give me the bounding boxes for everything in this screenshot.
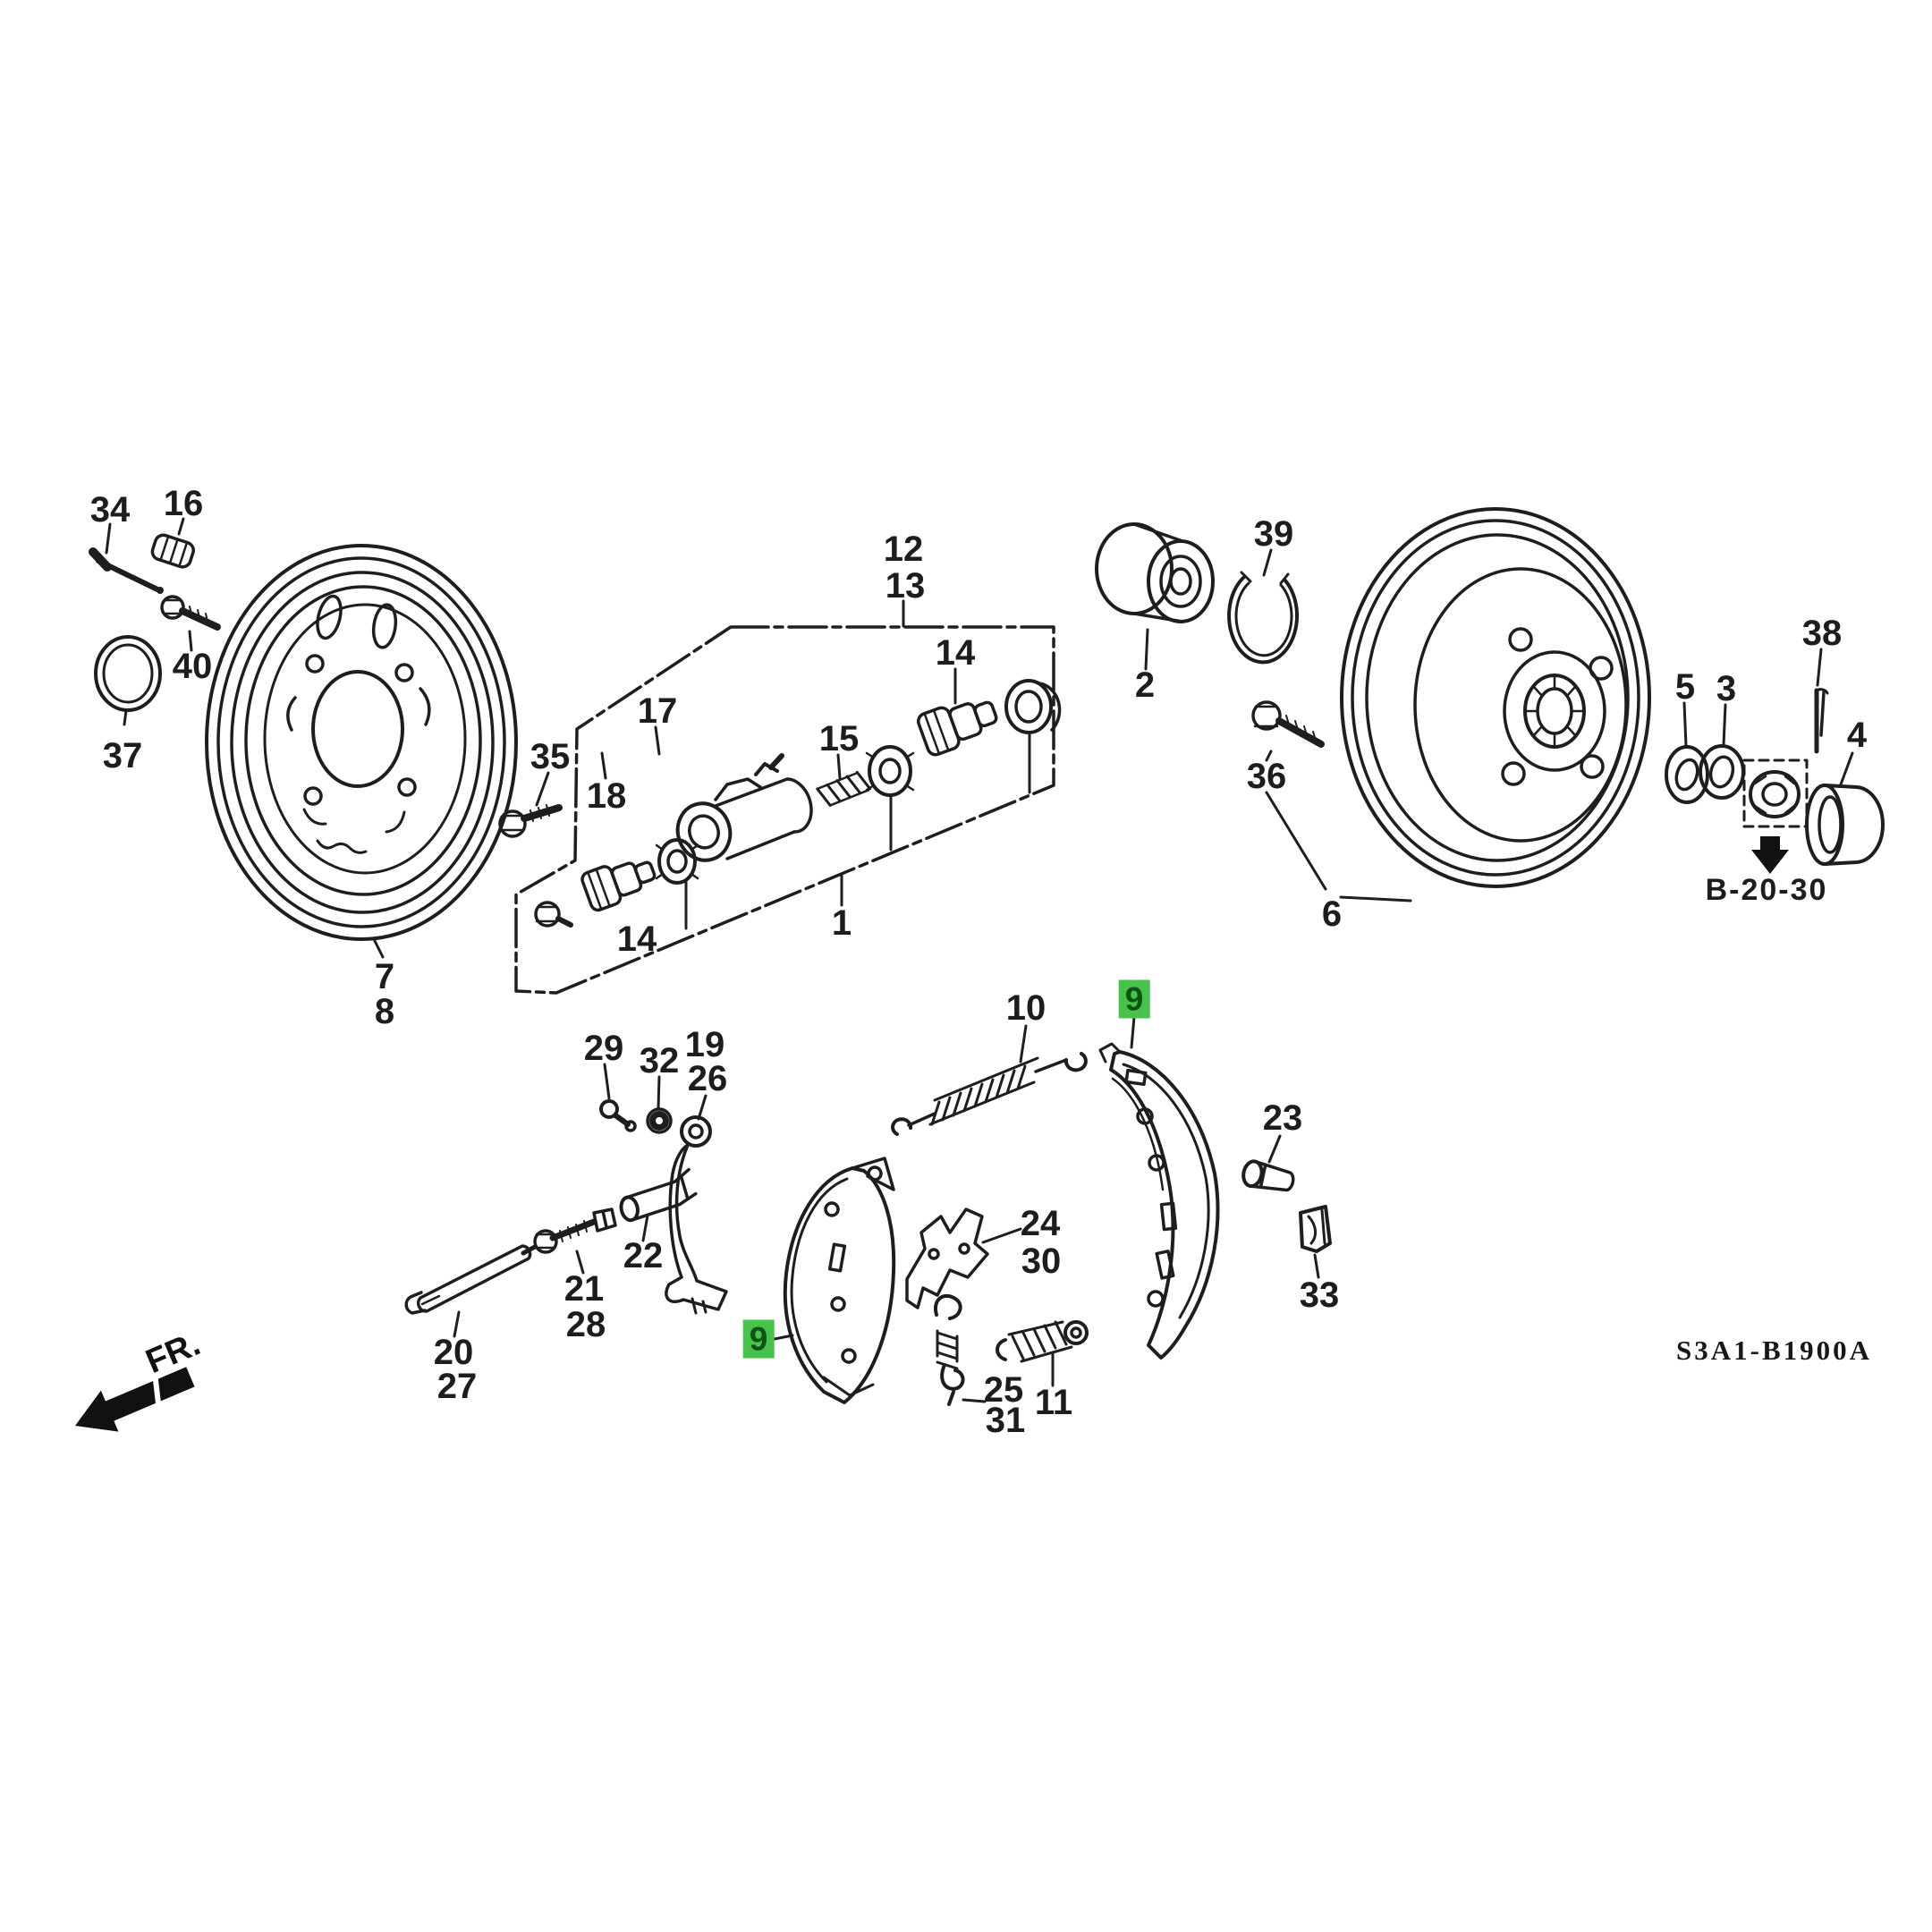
clip-part-16 [150,533,195,569]
part-label-4: 4 [1846,716,1868,755]
part-label-24: 24 [1020,1204,1061,1243]
part-label-10: 10 [1005,988,1046,1028]
part-label-12: 12 [883,530,924,569]
leader-lines [105,517,1854,1403]
cotter-pin-part-38 [1814,688,1829,754]
part-label-27: 27 [436,1367,478,1406]
part-label-30: 30 [1021,1241,1062,1281]
part-label-7: 7 [374,957,395,996]
part-label-15: 15 [818,719,860,758]
hub-cap-part-4 [1805,784,1885,866]
boot-part-lower [655,838,699,885]
part-label-5: 5 [1674,667,1696,707]
bearing-part-2 [1095,522,1215,623]
brake-shoe-part-9-right [1098,1042,1220,1360]
pin-part-29 [599,1099,637,1132]
kit-boundary-box [514,625,1055,995]
part-label-23: 23 [1262,1098,1303,1138]
bolt-part-40 [160,595,221,631]
part-label-26: 26 [687,1059,728,1098]
bleeder-bolt-part [534,901,573,928]
part-label-14: 14 [616,919,657,959]
hub-bolt-part-36 [1251,700,1325,748]
nut-part-32 [646,1107,673,1134]
boot-part-upper [865,745,915,797]
part-label-36: 36 [1246,757,1287,796]
part-label-13: 13 [885,566,926,606]
end-cap-part [1004,679,1062,734]
part-label-21: 21 [564,1269,605,1309]
part-label-37: 37 [102,736,143,775]
seal-part-5 [1665,745,1709,804]
pin-part-34 [89,547,164,594]
part-label-16: 16 [163,484,204,523]
part-label-31: 31 [985,1401,1026,1440]
part-label-34: 34 [89,490,131,530]
spring-part-15 [816,770,872,807]
parking-lever-part-24-30 [905,1208,989,1309]
rod-part-20-27 [404,1244,532,1315]
part-label-1: 1 [831,903,852,943]
part-label-19: 19 [684,1025,725,1064]
part-label-20: 20 [433,1333,474,1372]
spindle-nut-part [1742,758,1809,828]
part-label-32: 32 [639,1041,680,1080]
part-label-29: 29 [583,1029,624,1068]
part-label-11: 11 [1034,1383,1073,1422]
fork-part-22 [619,1167,698,1223]
retainer-part-33 [1299,1205,1332,1253]
part-badge-highlighted-9[interactable]: 9 [1119,980,1149,1018]
lever-part-19-26 [665,1115,728,1315]
o-ring-part-37 [94,635,162,712]
part-label-40: 40 [172,647,213,686]
backing-plate-part-7-8 [205,544,518,941]
part-label-3: 3 [1716,669,1737,708]
pin-part-23 [1241,1159,1295,1192]
part-label-17: 17 [637,691,678,731]
part-label-14: 14 [935,633,976,673]
part-label-38: 38 [1801,614,1843,653]
part-label-33: 33 [1299,1275,1340,1315]
piston-part-14-upper [916,700,998,757]
brake-shoe-part-9-left [783,1157,896,1404]
part-label-2: 2 [1134,665,1156,705]
part-label-39: 39 [1253,514,1294,554]
spring-part-11 [996,1320,1089,1363]
part-label-35: 35 [530,737,571,776]
down-arrow-icon [1751,836,1789,874]
return-spring-part-10 [891,1052,1088,1136]
diagram-code: S3A1-B1900A [1676,1335,1873,1366]
part-label-18: 18 [586,776,627,816]
spring-part-25-31 [933,1293,965,1406]
part-label-6: 6 [1321,894,1343,934]
part-label-28: 28 [565,1305,606,1344]
piston-part-14-lower [580,860,657,912]
snap-ring-part-39 [1227,571,1300,665]
brake-drum-part-6 [1340,507,1651,888]
bolt-part-35 [498,804,563,838]
part-label-8: 8 [374,992,395,1031]
part-badge-highlighted-9[interactable]: 9 [743,1320,774,1358]
part-label-22: 22 [623,1236,664,1275]
adjuster-bolt-part-21-28 [521,1208,617,1256]
part-label-B-20-30: B-20-30 [1705,873,1828,907]
part-label-25: 25 [983,1370,1024,1410]
